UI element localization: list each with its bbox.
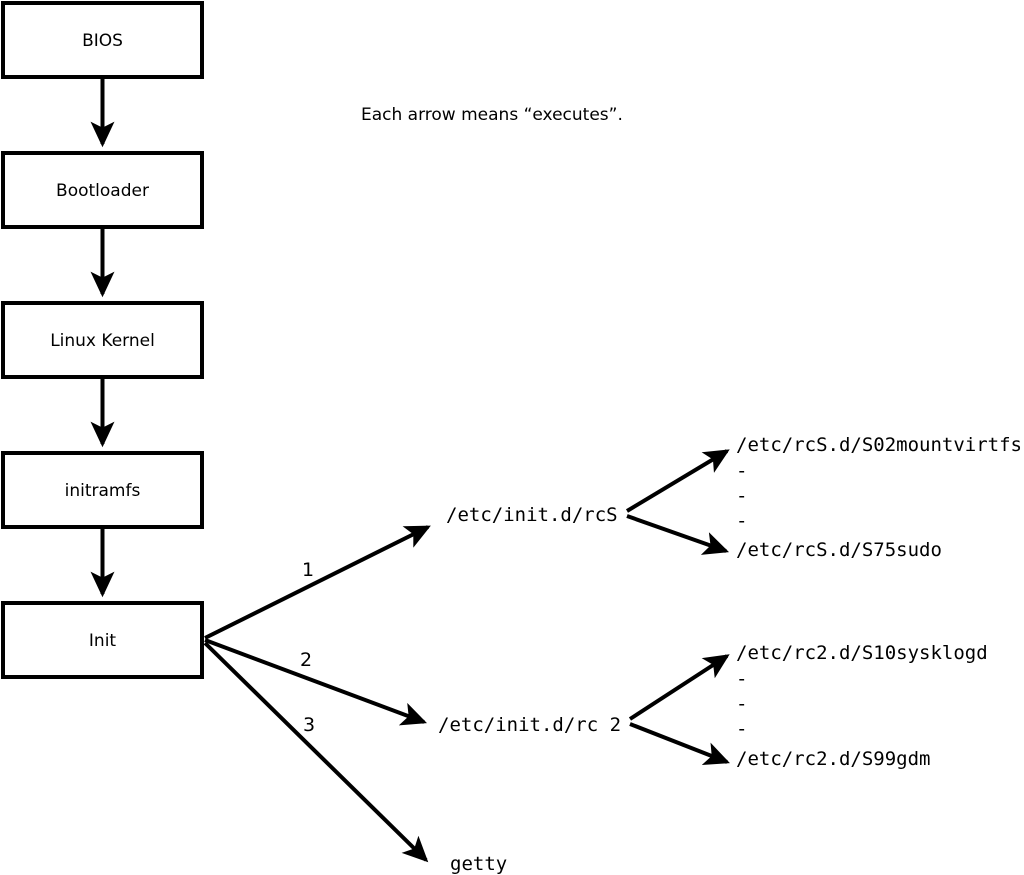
arrow-init-to-rcs: [204, 525, 431, 640]
box-initramfs-label: initramfs: [65, 481, 141, 501]
label-rcs-first[interactable]: /etc/rcS.d/S02mountvirtfs: [736, 434, 1022, 456]
label-init-d-rc2[interactable]: /etc/init.d/rc 2: [438, 714, 621, 736]
box-initramfs[interactable]: initramfs: [1, 451, 204, 529]
arrow-init-to-rc2: [204, 638, 427, 726]
arrow-init-to-getty: [203, 641, 429, 863]
box-linux-kernel[interactable]: Linux Kernel: [1, 301, 204, 379]
ellipsis-dash-rc2-3: -: [736, 718, 747, 740]
edge-number-1: 1: [302, 559, 314, 581]
arrow-rc2-to-last: [629, 722, 730, 766]
box-linux-kernel-label: Linux Kernel: [50, 331, 155, 351]
label-init-d-rcs[interactable]: /etc/init.d/rcS: [446, 504, 618, 526]
box-bootloader[interactable]: Bootloader: [1, 151, 204, 229]
ellipsis-dash-rc2-1: -: [736, 668, 747, 690]
box-init-rect: [1, 601, 204, 679]
ellipsis-dash-rcs-3: -: [736, 510, 747, 532]
box-bios-rect: [1, 1, 204, 79]
box-init[interactable]: Init: [1, 601, 204, 679]
arrow-rcs-to-last: [626, 514, 730, 555]
ellipsis-dash-rc2-2: -: [736, 693, 747, 715]
label-rc2-last[interactable]: /etc/rc2.d/S99gdm: [736, 748, 930, 770]
label-rcs-last[interactable]: /etc/rcS.d/S75sudo: [736, 539, 942, 561]
arrow-rc2-to-first: [628, 654, 730, 721]
box-initramfs-rect: [1, 451, 204, 529]
label-getty[interactable]: getty: [450, 853, 507, 875]
ellipsis-dash-rcs-1: -: [736, 460, 747, 482]
edge-number-2: 2: [300, 649, 312, 671]
box-init-label: Init: [89, 631, 117, 651]
box-bios-label: BIOS: [82, 31, 123, 51]
label-rc2-first[interactable]: /etc/rc2.d/S10sysklogd: [736, 642, 988, 664]
box-bios[interactable]: BIOS: [1, 1, 204, 79]
legend-note: Each arrow means “executes”.: [361, 105, 623, 125]
box-bootloader-label: Bootloader: [56, 181, 149, 201]
ellipsis-dash-rcs-2: -: [736, 485, 747, 507]
arrow-rcs-to-first: [625, 449, 730, 513]
edge-number-3: 3: [303, 714, 315, 736]
